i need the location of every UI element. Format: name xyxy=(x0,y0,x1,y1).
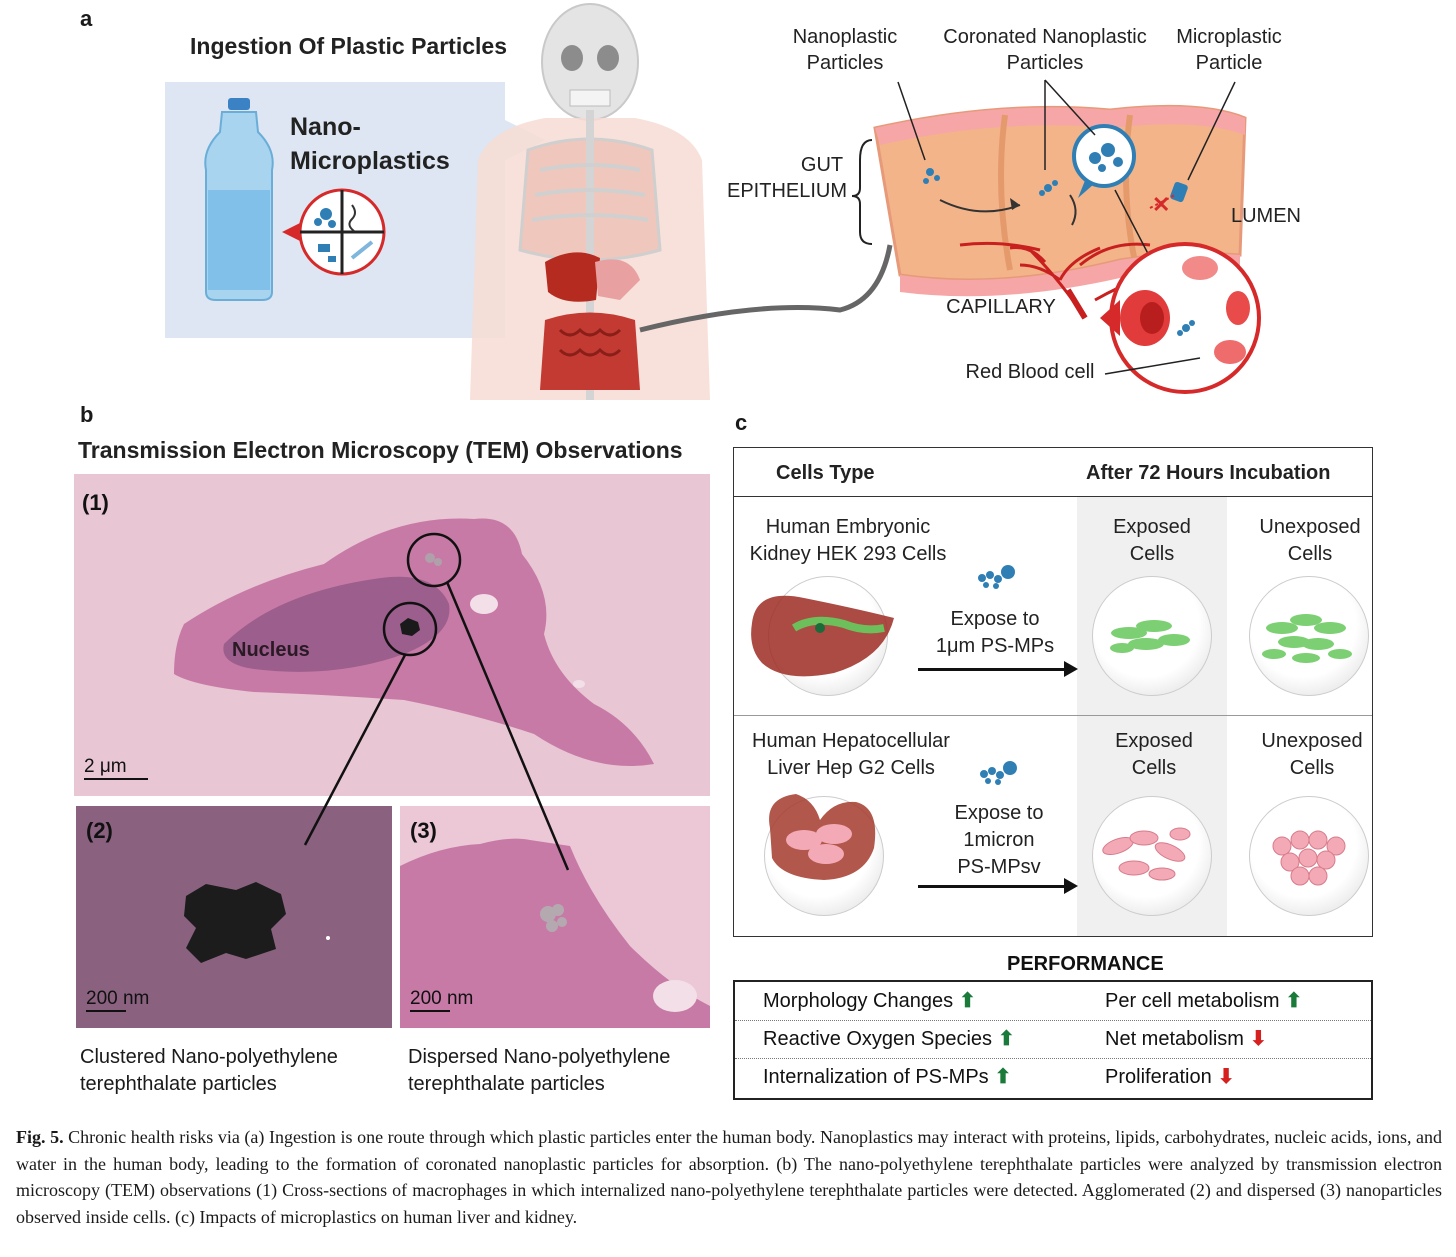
tem-1-scale-text: 2 μm xyxy=(84,756,127,777)
up-arrow-icon: ⬆ xyxy=(959,990,976,1012)
clustered-particles-shape xyxy=(184,882,286,963)
body-to-gut-connector xyxy=(639,244,893,333)
performance-row-1: Morphology Changes⬆ Per cell metabolism⬆ xyxy=(735,982,1371,1021)
svg-text:✕: ✕ xyxy=(1152,192,1170,217)
up-arrow-icon: ⬆ xyxy=(994,1066,1012,1088)
row2-expose-label: Expose to 1micron PS-MPsv xyxy=(954,802,1044,878)
performance-title: PERFORMANCE xyxy=(1007,953,1164,975)
cluster-circle xyxy=(382,601,438,657)
panel-c-letter: c xyxy=(735,410,748,435)
tem-3-scale-text: 200 nm xyxy=(410,988,474,1009)
blood-magnifier-icon xyxy=(1100,242,1261,394)
gut-label-line2: EPITHELIUM xyxy=(726,180,848,202)
panel-a-title: Ingestion Of Plastic Particles xyxy=(190,33,507,59)
human-skeleton-icon xyxy=(470,3,710,400)
figure-caption: Fig. 5. Chronic health risks via (a) Ing… xyxy=(16,1124,1442,1230)
row1-unexposed-cells xyxy=(1262,614,1352,663)
uptake-arrow-2 xyxy=(1069,194,1077,226)
nanoplastic-label-line2: Particles xyxy=(806,52,884,74)
tem-3-caption: Dispersed Nano-polyethylene terephthalat… xyxy=(408,1046,671,1095)
tem-2-scale-bar xyxy=(86,1010,126,1012)
tem-2-label: (2) xyxy=(86,818,113,843)
row1-arrow-head xyxy=(1064,661,1078,677)
tem-1-label: (1) xyxy=(82,490,109,515)
down-arrow-icon: ⬇ xyxy=(1249,1028,1267,1050)
row2-arrow-head xyxy=(1064,878,1078,894)
capillary-label: CAPILLARY xyxy=(946,296,1056,318)
panel-b-letter: b xyxy=(80,402,94,427)
water-bottle-icon xyxy=(204,98,274,301)
coronated-label-line2: Particles xyxy=(1006,52,1084,74)
row1-arrow xyxy=(918,668,1066,671)
figure-label: Fig. 5. xyxy=(16,1127,64,1147)
cells-illustrations xyxy=(751,565,1352,886)
tem-image-3: (3) 200 nm xyxy=(400,806,710,1028)
row2-unexposed-label: Unexposed Cells xyxy=(1261,730,1363,779)
tem-2-scale-text: 200 nm xyxy=(86,988,150,1009)
bottle-label-line1: Nano- xyxy=(290,113,361,141)
row1-exposed-cells xyxy=(1110,620,1190,653)
row1-expose-label: Expose to 1μm PS-MPs xyxy=(935,608,1055,657)
panel-a-illustration: ✕ xyxy=(165,3,1261,400)
dispersed-circle xyxy=(406,532,462,588)
row1-exposed-dish xyxy=(1092,576,1212,696)
panel-b-title: Transmission Electron Microscopy (TEM) O… xyxy=(78,437,683,463)
row1-exposed-label: Exposed Cells xyxy=(1113,516,1191,565)
epithelium-brace xyxy=(851,139,873,245)
performance-row-2: Reactive Oxygen Species⬆ Net metabolism⬇ xyxy=(735,1020,1371,1059)
row1-organ-icon xyxy=(751,595,894,677)
dispersed-cell-shape xyxy=(400,838,710,1028)
tem-3-label: (3) xyxy=(410,818,437,843)
row2-unexposed-cells xyxy=(1272,830,1346,886)
row1-unexposed-label: Unexposed Cells xyxy=(1259,516,1361,565)
gut-epithelium-illustration: ✕ xyxy=(873,104,1247,320)
microplastic-label-line2: Particle xyxy=(1195,52,1263,74)
header-cells-type: Cells Type xyxy=(776,462,875,484)
row1-particles-icon xyxy=(978,565,1015,589)
row2-cell-type: Human Hepatocellular Liver Hep G2 Cells xyxy=(752,730,950,779)
row2-arrow xyxy=(918,885,1066,888)
tem-image-1: (1) Nucleus 2 μm xyxy=(74,474,710,796)
gut-label-line1: GUT xyxy=(800,154,844,176)
row2-exposed-cells xyxy=(1102,827,1191,881)
coronated-label-line1: Coronated Nanoplastic xyxy=(943,26,1147,48)
lumen-label: LUMEN xyxy=(1230,205,1301,227)
up-arrow-icon: ⬆ xyxy=(998,1028,1015,1050)
tem-image-2: (2) 200 nm xyxy=(76,806,392,1028)
microplastic-label-line1: Microplastic xyxy=(1176,26,1282,48)
performance-row-3: Internalization of PS-MPs⬆ Proliferation… xyxy=(763,1066,1235,1088)
header-after-72h: After 72 Hours Incubation xyxy=(1086,462,1331,484)
up-arrow-icon: ⬆ xyxy=(1285,990,1303,1012)
cells-table: Cells Type After 72 Hours Incubation Hum… xyxy=(733,447,1373,937)
row1-unexposed-dish xyxy=(1249,576,1369,696)
row2-exposed-dish xyxy=(1092,796,1212,916)
tem-2-caption: Clustered Nano-polyethylene terephthalat… xyxy=(80,1046,338,1095)
nucleus-label: Nucleus xyxy=(232,639,310,661)
bottle-label-line2: Microplastics xyxy=(290,147,450,175)
panel-a-letter: a xyxy=(80,6,93,31)
red-blood-cell-label: Red Blood cell xyxy=(965,361,1095,383)
particles-magnifier-icon xyxy=(282,188,386,276)
tem-1-scale-bar xyxy=(84,778,148,780)
figure-caption-text: Chronic health risks via (a) Ingestion i… xyxy=(16,1127,1443,1227)
row2-exposed-label: Exposed Cells xyxy=(1115,730,1193,779)
row1-cell-type: Human Embryonic Kidney HEK 293 Cells xyxy=(749,516,947,565)
row2-particles-icon xyxy=(980,761,1017,785)
tem-3-scale-bar xyxy=(410,1010,450,1012)
nanoplastic-label-line1: Nanoplastic xyxy=(792,26,898,48)
performance-table: Morphology Changes⬆ Per cell metabolism⬆… xyxy=(733,980,1373,1100)
down-arrow-icon: ⬇ xyxy=(1217,1066,1235,1088)
